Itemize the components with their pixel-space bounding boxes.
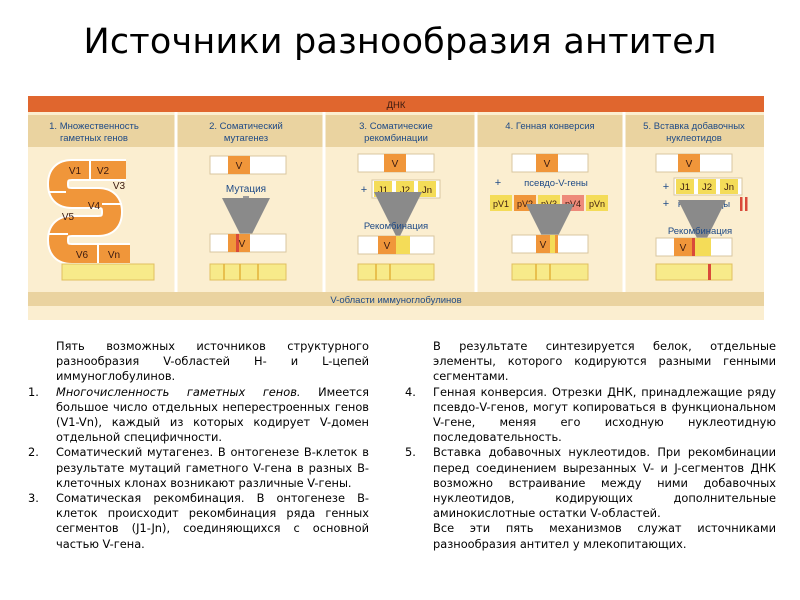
panel3-jn: Jn [422, 185, 432, 196]
panel5-jn: Jn [724, 182, 734, 193]
right-intro: В результате синтезируется белок, отдель… [433, 339, 776, 384]
gene-segment-v1: V1 [69, 166, 82, 177]
mutation-label: Мутация [226, 184, 266, 195]
antibody-diversity-diagram: ДНК 1. Множественность гаметных генов 2.… [28, 96, 764, 320]
panel4-v-label: V [544, 159, 551, 170]
list-item: 4. Генная конверсия. Отрезки ДНК, принад… [405, 385, 776, 446]
list-number: 4. [405, 384, 416, 399]
panel4-gene-conversion: V + псевдо-V-гены pV1 pV2 pV3 pV4 pVn V [490, 153, 608, 254]
panel3-header-line2: рекомбинации [364, 133, 428, 144]
panel-header-row [28, 115, 764, 147]
panel3-v-label: V [392, 159, 399, 170]
pseudo-segment-pvn: pVn [589, 199, 605, 209]
page-title: Источники разнообразия антител [83, 22, 717, 62]
panel5-plus: + [663, 181, 669, 193]
panel5-j2: J2 [702, 182, 712, 193]
list-item-text: Соматический мутагенез. В онтогенезе В-к… [56, 445, 369, 490]
panel5-nucleotide-insertion: V + J1 J2 Jn + нуклеотиды Рекомбинация V [655, 153, 748, 257]
panel2-v-label: V [236, 161, 243, 172]
list-item-text: Имеется большое число отдельных неперест… [56, 384, 369, 445]
panel1-gene-snake: V1 V2 V3 V4 V5 V6 Vn [46, 159, 130, 265]
panel3-plus: + [361, 184, 367, 196]
pseudo-genes-label: псевдо-V-гены [524, 178, 588, 189]
panel1-header-line2: гаметных генов [60, 133, 128, 144]
panel3-recombination-label: Рекомбинация [364, 221, 428, 232]
panel3-somatic-recombination: V + J1 J2 Jn Рекомбинация V [357, 153, 441, 255]
nucleotide-mark [740, 197, 743, 211]
panel4-header-line1: 4. Генная конверсия [505, 121, 594, 132]
gene-segment-vn: Vn [108, 250, 120, 261]
panel5-recombination-label: Рекомбинация [668, 226, 732, 237]
gene-segment-v2: V2 [97, 166, 110, 177]
panel4-result-label: V [540, 240, 547, 251]
gene-segment-v5: V5 [62, 212, 75, 223]
list-item-lead: Многочисленность гаметных генов. [56, 384, 301, 399]
panel3-header-line1: 3. Соматические [359, 121, 433, 132]
panel2-mutated-label: V [239, 239, 246, 250]
panel5-header-line1: 5. Вставка добавочных [643, 121, 745, 132]
gene-segment-v3: V3 [113, 181, 126, 192]
pseudo-segment-pv1: pV1 [493, 199, 509, 209]
list-number: 1. [28, 384, 39, 399]
dna-label: ДНК [387, 100, 406, 111]
gene-segment-v6: V6 [76, 250, 89, 261]
v-region-protein-bars [61, 263, 733, 281]
right-outro: Все эти пять механизмов служат источника… [433, 521, 776, 551]
panel5-plus2: + [663, 198, 669, 210]
left-text-column: Пять возможных источников структурного р… [28, 339, 369, 552]
list-item: 3. Соматическая рекомбинация. В онтогене… [28, 491, 369, 552]
panel3-j1: J1 [378, 185, 388, 196]
gene-segment-v4: V4 [88, 201, 101, 212]
right-text-column: В результате синтезируется белок, отдель… [405, 339, 776, 552]
panel4-plus: + [495, 177, 501, 189]
nucleotide-mark [745, 197, 748, 211]
list-item: 2. Соматический мутагенез. В онтогенезе … [28, 445, 369, 491]
panel5-j1: J1 [680, 182, 690, 193]
list-number: 3. [28, 491, 39, 506]
list-item: 5. Вставка добавочных нуклеотидов. При р… [405, 445, 776, 521]
list-number: 5. [405, 445, 416, 460]
panel2-header-line1: 2. Соматический [209, 121, 283, 132]
panel1-header-line1: 1. Множественность [49, 121, 139, 132]
panel5-v-label: V [686, 159, 693, 170]
pseudo-segment-pv2: pV2 [517, 199, 533, 209]
list-number: 2. [28, 445, 39, 460]
panel2-somatic-mutagenesis: V Мутация V [209, 155, 287, 253]
list-item-text: Генная конверсия. Отрезки ДНК, принадлеж… [433, 384, 776, 445]
pseudo-segment-pv3: pV3 [541, 199, 557, 209]
panel3-result-label: V [384, 241, 391, 252]
left-intro: Пять возможных источников структурного р… [56, 339, 369, 384]
v-regions-label: V-области иммуноглобулинов [330, 295, 461, 306]
panel5-header-line2: нуклеотидов [666, 133, 722, 144]
list-item: 1. Многочисленность гаметных генов. Имее… [28, 385, 369, 446]
nucleotides-label: нуклеотиды [678, 199, 730, 210]
panel2-header-line2: мутагенез [224, 133, 268, 144]
list-item-text: Вставка добавочных нуклеотидов. При реко… [433, 445, 776, 521]
panel3-j2: J2 [400, 185, 410, 196]
pseudo-segment-pv4: pV4 [565, 199, 581, 209]
bottom-label-bar [28, 292, 764, 306]
list-item-text: Соматическая рекомбинация. В онтогенезе … [56, 491, 369, 551]
dna-bar [28, 96, 764, 112]
panel5-result-label: V [680, 243, 687, 254]
